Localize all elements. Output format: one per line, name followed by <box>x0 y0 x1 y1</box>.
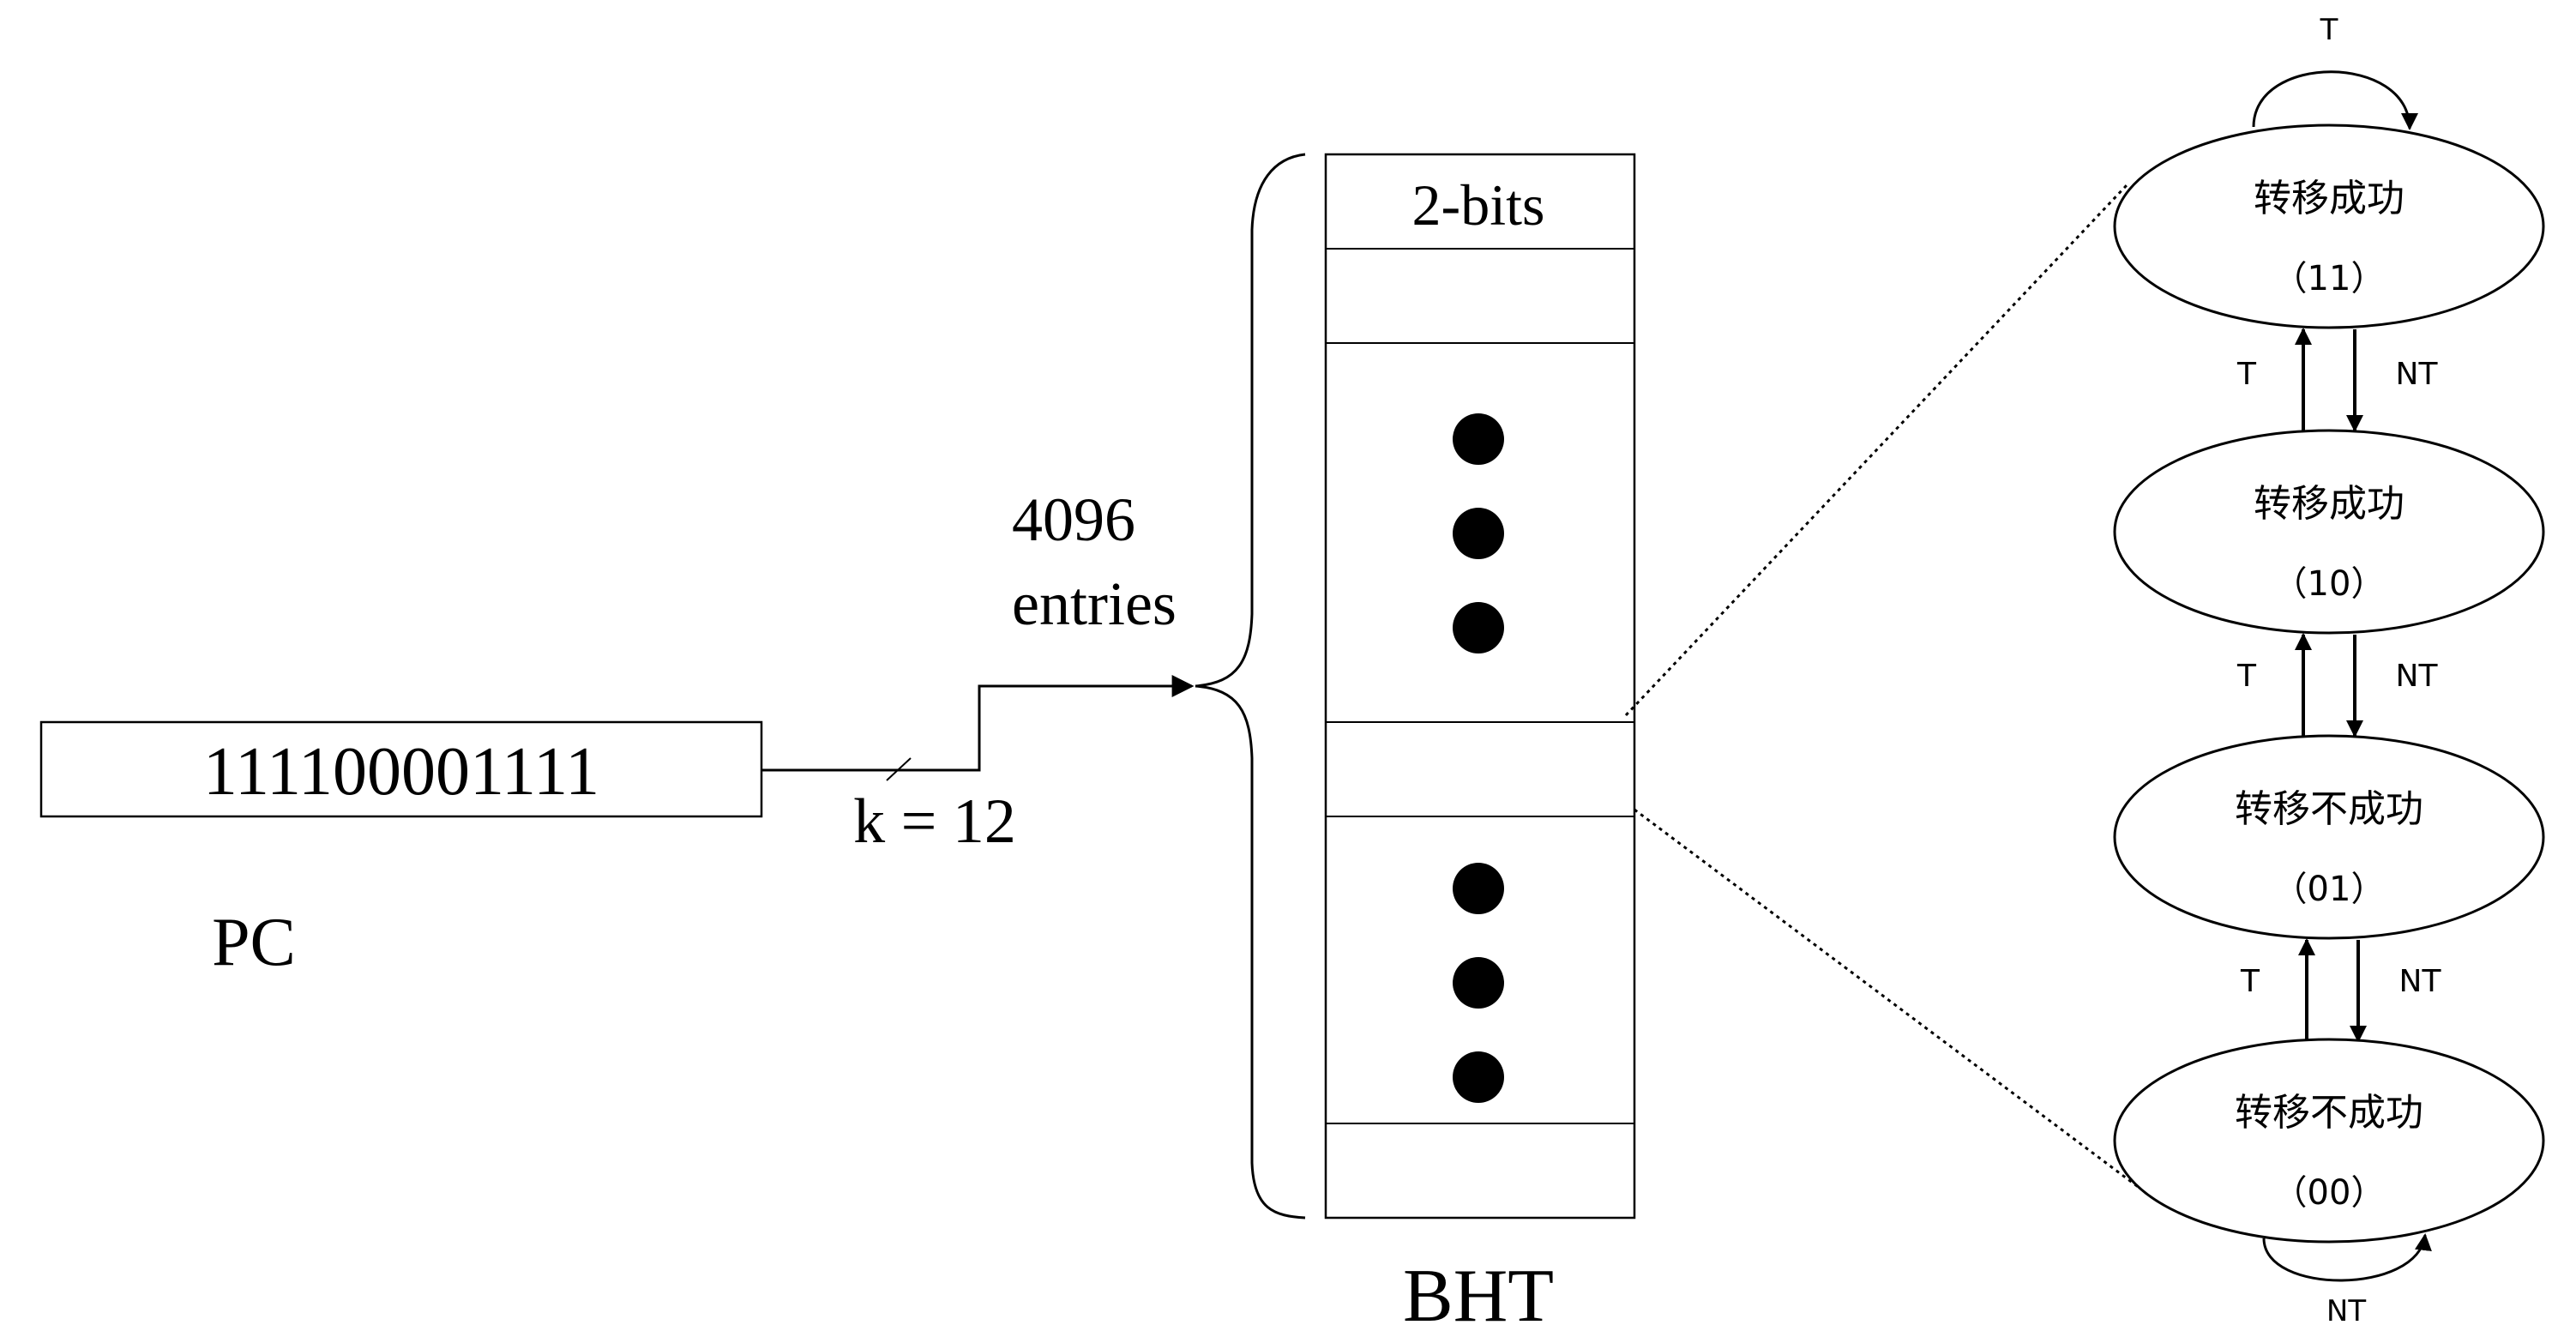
self-loop-top-arrow <box>2252 70 2418 130</box>
self-loop-bottom-arrow <box>2262 1233 2432 1282</box>
transition-up-label: T <box>2236 659 2257 694</box>
state-00-code: （00） <box>2273 1173 2386 1213</box>
ellipsis-lower <box>1453 863 1504 1103</box>
state-01-code: （01） <box>2273 870 2386 909</box>
transition-up-label: T <box>2240 964 2260 999</box>
state-machine: T 转移成功 （11） T NT 转移成功 （10） T NT 转移不成功 （0… <box>2113 13 2545 1328</box>
state-01-node <box>2113 734 2545 940</box>
state-10-node <box>2113 429 2545 635</box>
zoom-line-top <box>1624 184 2128 717</box>
self-loop-top-label: T <box>2320 13 2338 47</box>
state-10-name: 转移成功 <box>2254 482 2404 526</box>
state-01-name: 转移不成功 <box>2235 787 2423 831</box>
bht-table-frame <box>1324 153 1636 1220</box>
bht-size-unit: entries <box>1012 569 1177 638</box>
transition-down-label: NT <box>2396 659 2439 694</box>
bus-width-slash <box>886 757 912 781</box>
ellipsis-dot <box>1453 508 1504 559</box>
bht-column-header: 2-bits <box>1412 172 1545 238</box>
bht-title: BHT <box>1403 1255 1554 1331</box>
index-bus-line <box>761 675 1195 772</box>
transition-down-label: NT <box>2399 964 2442 999</box>
pc-register-value: 111100001111 <box>203 734 599 810</box>
ellipsis-dot <box>1453 957 1504 1009</box>
state-11-name: 转移成功 <box>2254 177 2404 220</box>
self-loop-bottom-label: NT <box>2326 1294 2366 1328</box>
pc-label: PC <box>212 905 296 980</box>
bht-size-number: 4096 <box>1012 485 1135 554</box>
state-00-name: 转移不成功 <box>2235 1091 2423 1135</box>
bht-table: 2-bits <box>1324 153 1636 1220</box>
entries-brace <box>1195 153 1306 1220</box>
ellipsis-dot <box>1453 863 1504 914</box>
transition-up-label: T <box>2236 357 2257 392</box>
ellipsis-dot <box>1453 602 1504 653</box>
ellipsis-dot <box>1453 413 1504 465</box>
state-00-node <box>2113 1038 2545 1244</box>
ellipsis-dot <box>1453 1051 1504 1103</box>
transition-down-label: NT <box>2396 357 2439 392</box>
zoom-line-bottom <box>1634 808 2141 1190</box>
index-width-label: k = 12 <box>853 786 1016 857</box>
state-11-code: （11） <box>2273 259 2386 298</box>
state-11-node <box>2113 123 2545 329</box>
state-10-code: （10） <box>2273 564 2386 604</box>
ellipsis-upper <box>1453 413 1504 653</box>
